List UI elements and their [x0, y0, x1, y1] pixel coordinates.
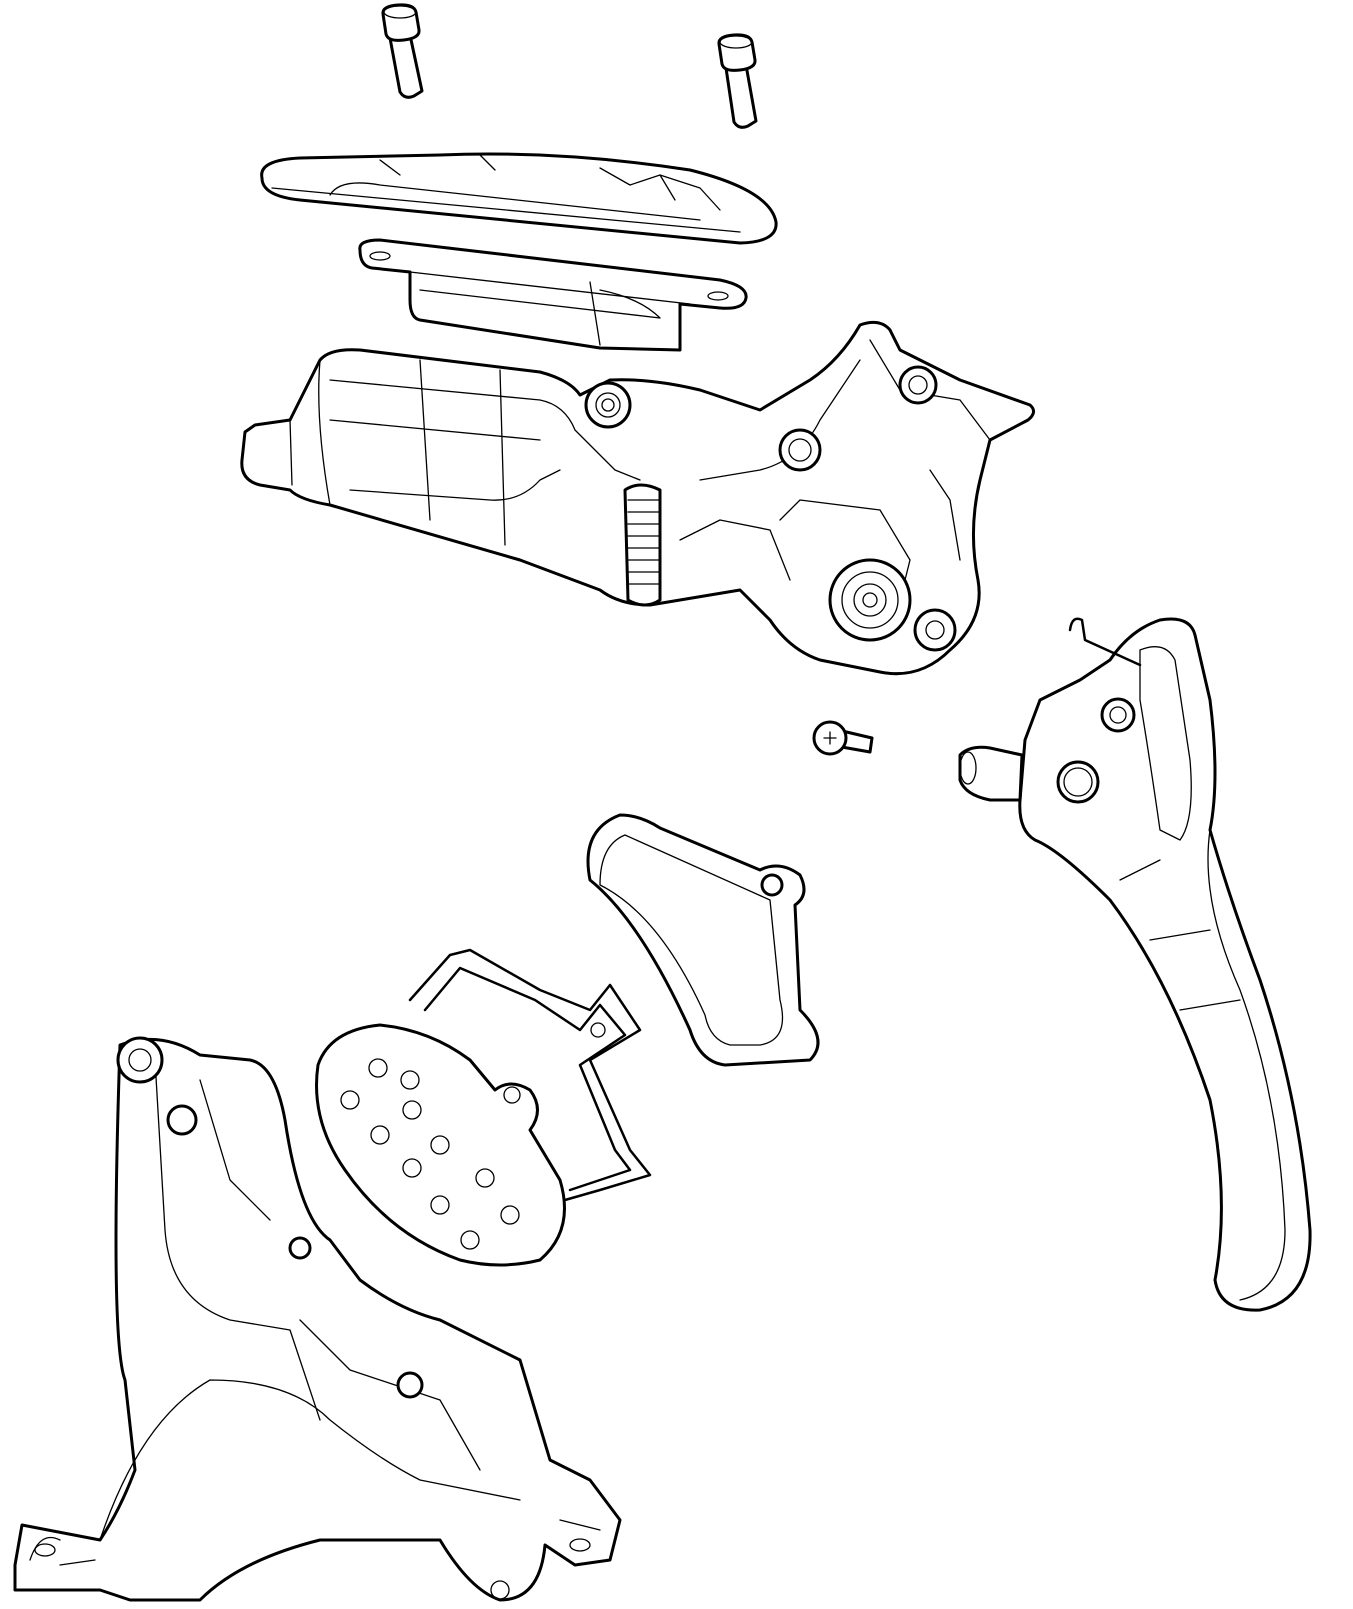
brake-pad-outer: [586, 813, 820, 1067]
reservoir-cap: [260, 152, 778, 245]
lever-pivot-screw: [812, 720, 874, 756]
brake-pad-inner: [315, 1023, 566, 1267]
brake-caliper: [13, 1036, 622, 1602]
master-cylinder-body: [240, 320, 1035, 676]
reservoir-cap-bolt-left: [381, 3, 424, 99]
pad-holes: [340, 1058, 521, 1250]
reservoir-diaphragm: [358, 238, 748, 352]
reservoir-cap-bolt-right: [717, 33, 758, 129]
brake-lever: [958, 617, 1312, 1312]
pad-spring: [408, 948, 652, 1202]
